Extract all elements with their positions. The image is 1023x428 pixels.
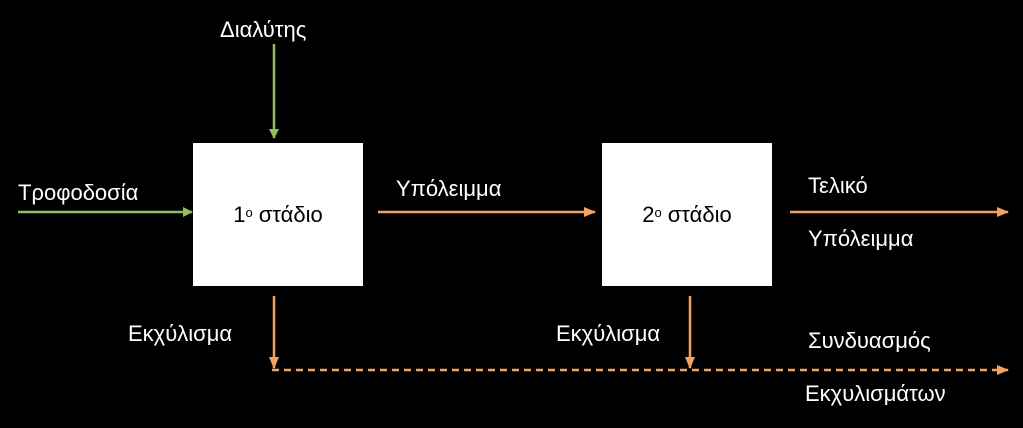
final-residue-label-line1: Τελικό	[808, 173, 868, 198]
extract-1-label: Εκχύλισμα	[128, 321, 233, 346]
solvent-label: Διαλύτης	[220, 17, 307, 42]
feed-label: Τροφοδοσία	[18, 180, 139, 205]
final-residue-label-line2: Υπόλειμμα	[808, 226, 914, 251]
stage-1-number: 1	[233, 201, 246, 227]
stage-2-superscript: ο	[654, 205, 662, 220]
stage-2-number: 2	[642, 201, 655, 227]
residue-label: Υπόλειμμα	[396, 176, 502, 201]
combination-label-line1: Συνδυασμός	[808, 328, 931, 353]
combination-label-line2: Εκχυλισμάτων	[805, 381, 946, 406]
stage-2-name: στάδιο	[667, 201, 732, 227]
extract-2-label: Εκχύλισμα	[556, 321, 661, 346]
stage-1-superscript: ο	[245, 205, 253, 220]
stage-1-name: στάδιο	[258, 201, 323, 227]
